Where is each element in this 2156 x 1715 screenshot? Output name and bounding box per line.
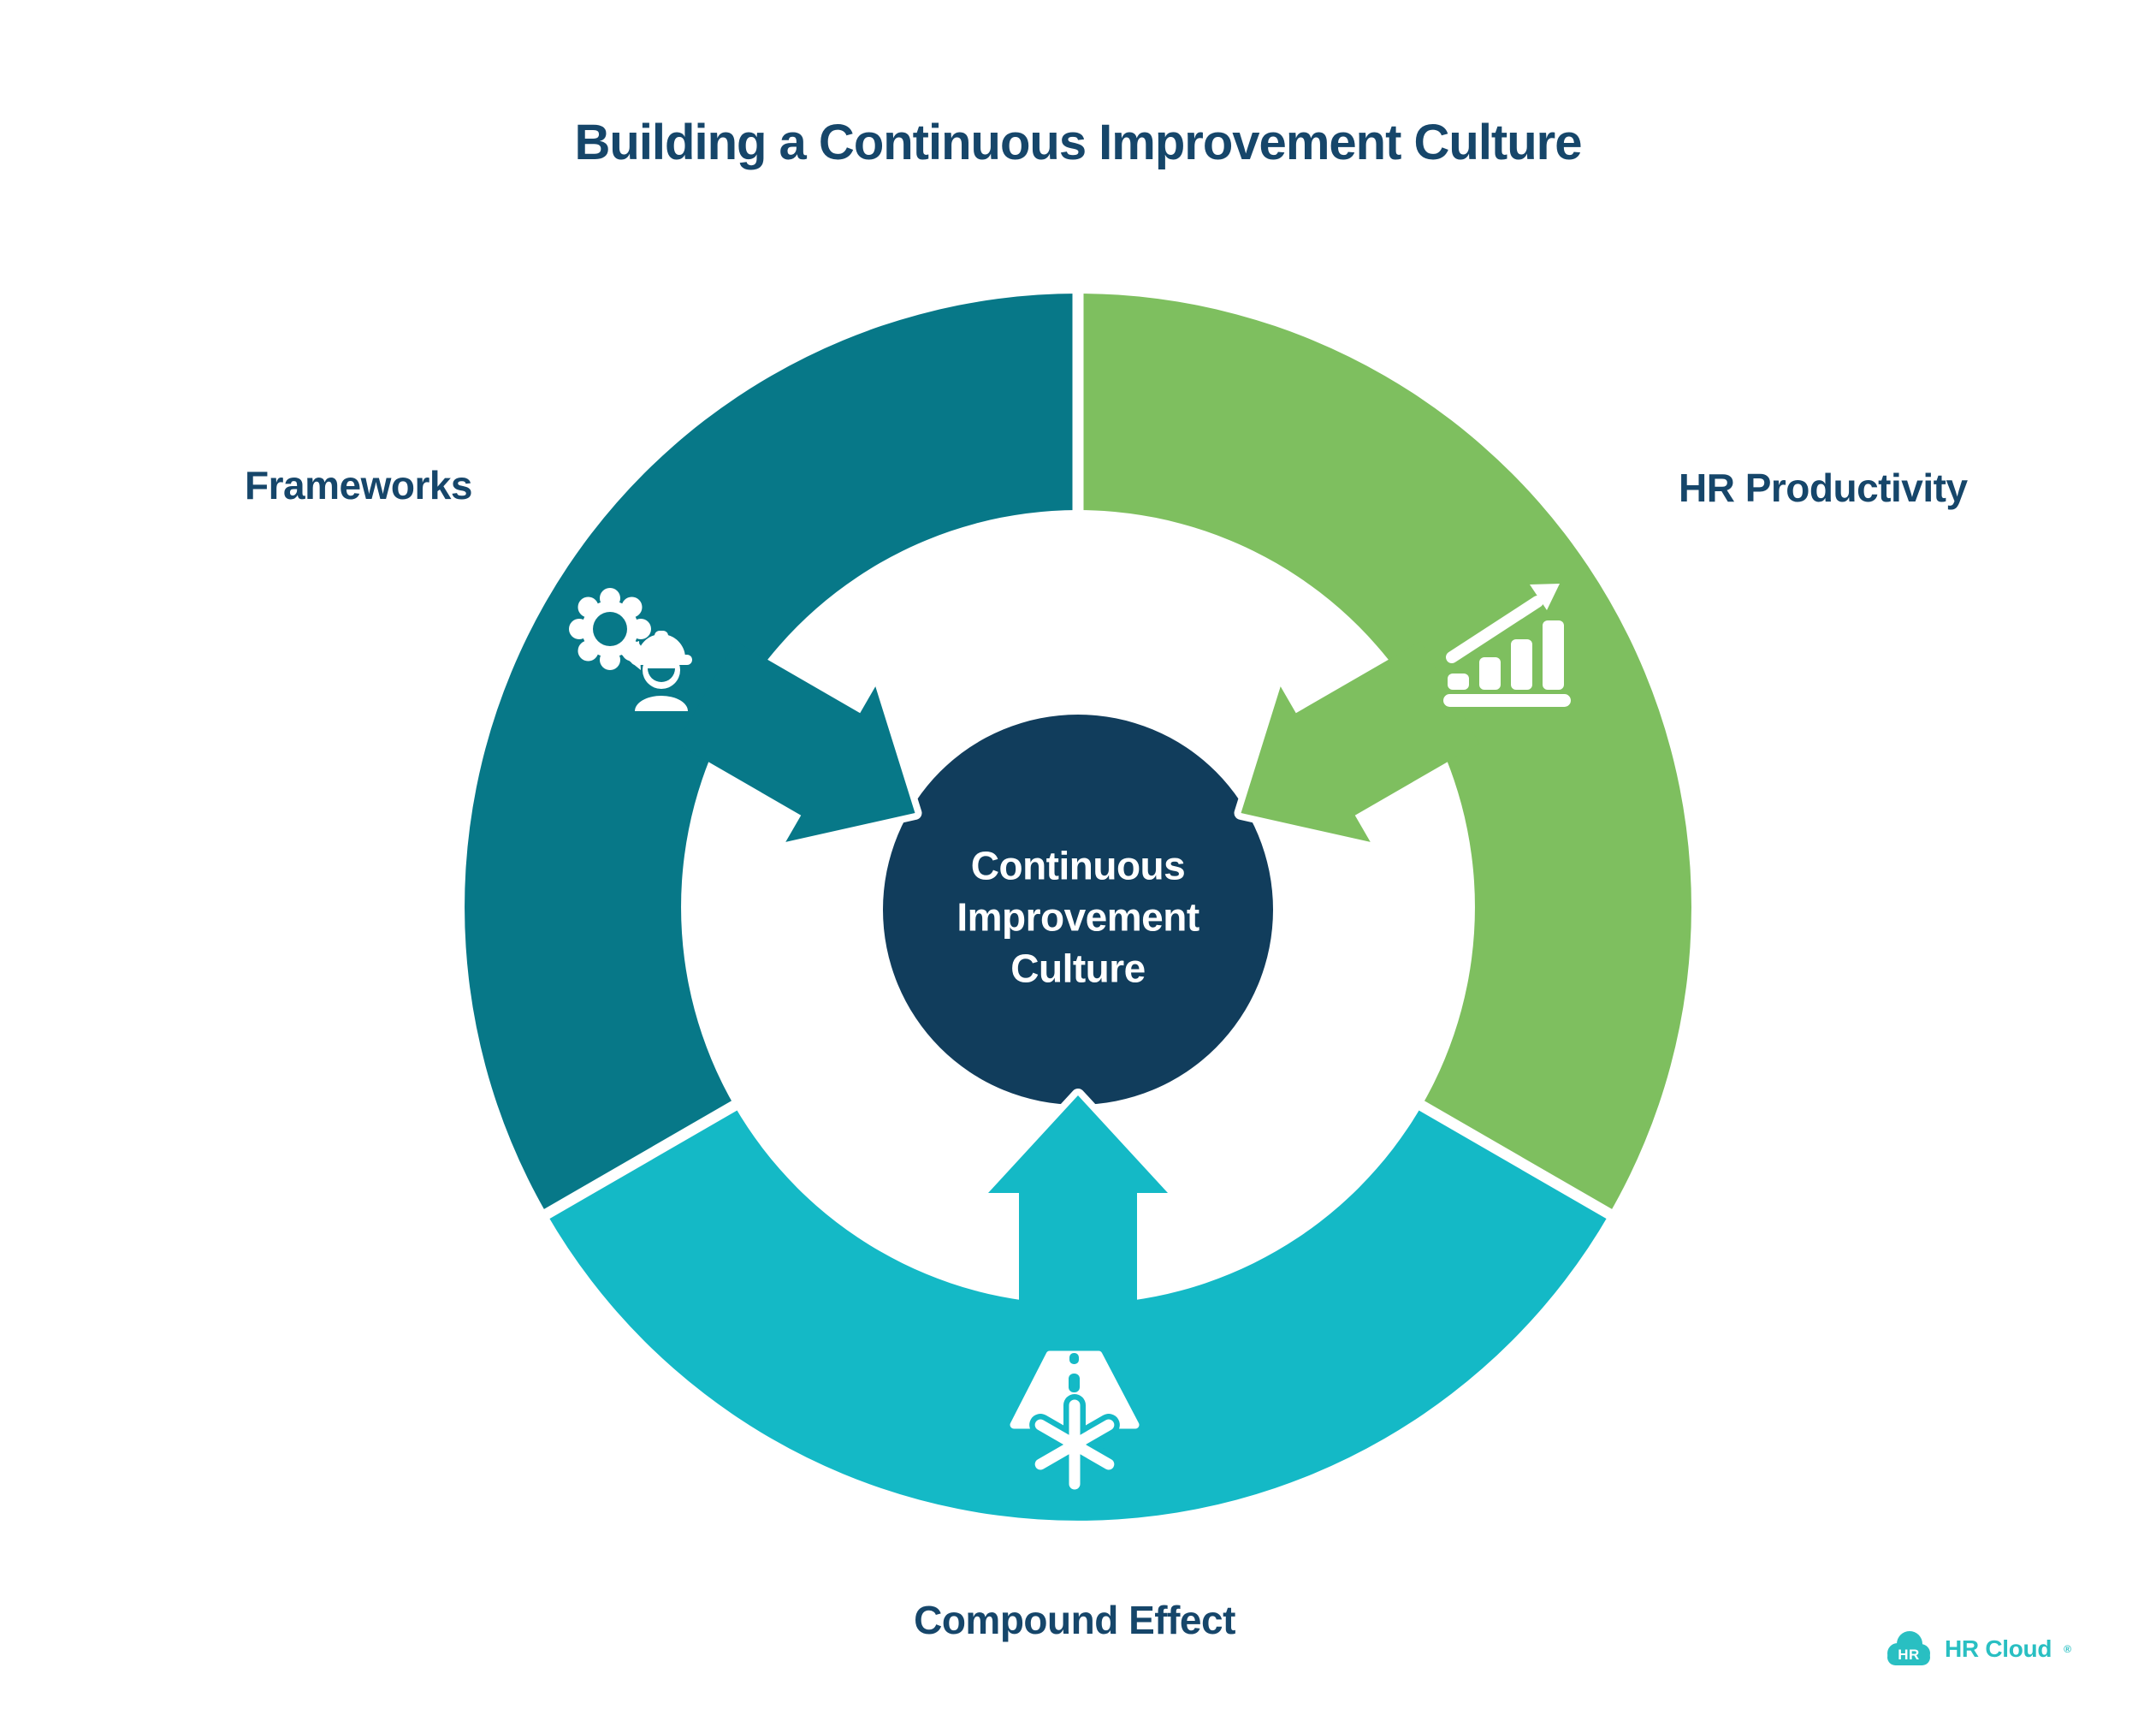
gear-worker-icon: [569, 588, 692, 711]
label-frameworks: Frameworks: [245, 463, 473, 507]
worker-smile: [648, 668, 675, 682]
page-title: Building a Continuous Improvement Cultur…: [574, 115, 1583, 170]
segment-hr-productivity-arc: [1078, 294, 1691, 1214]
segment-dividers: [528, 276, 1628, 1228]
cloud-icon: HR: [1887, 1631, 1930, 1665]
logo-registered-mark: ®: [2064, 1643, 2071, 1655]
logo-wordmark: HR Cloud: [1945, 1635, 2052, 1662]
gear-hole: [593, 612, 627, 646]
growth-chart-icon: [1443, 584, 1571, 707]
compound-effect-arrow: [981, 1089, 1175, 1337]
hr-cloud-logo: HR HR Cloud ®: [1885, 1629, 2071, 1670]
segment-frameworks-arc: [465, 294, 1078, 1214]
center-circle-label: Continuous Improvement Culture: [957, 843, 1199, 990]
logo-badge-text: HR: [1898, 1647, 1920, 1663]
label-hr-productivity: HR Productivity: [1679, 466, 1968, 510]
center-circle: [883, 715, 1273, 1105]
hr-productivity-arrow: [1234, 641, 1480, 849]
frameworks-arrow: [676, 641, 922, 849]
label-compound-effect: Compound Effect: [914, 1598, 1235, 1642]
road-snowflake-icon: [1010, 1350, 1140, 1495]
